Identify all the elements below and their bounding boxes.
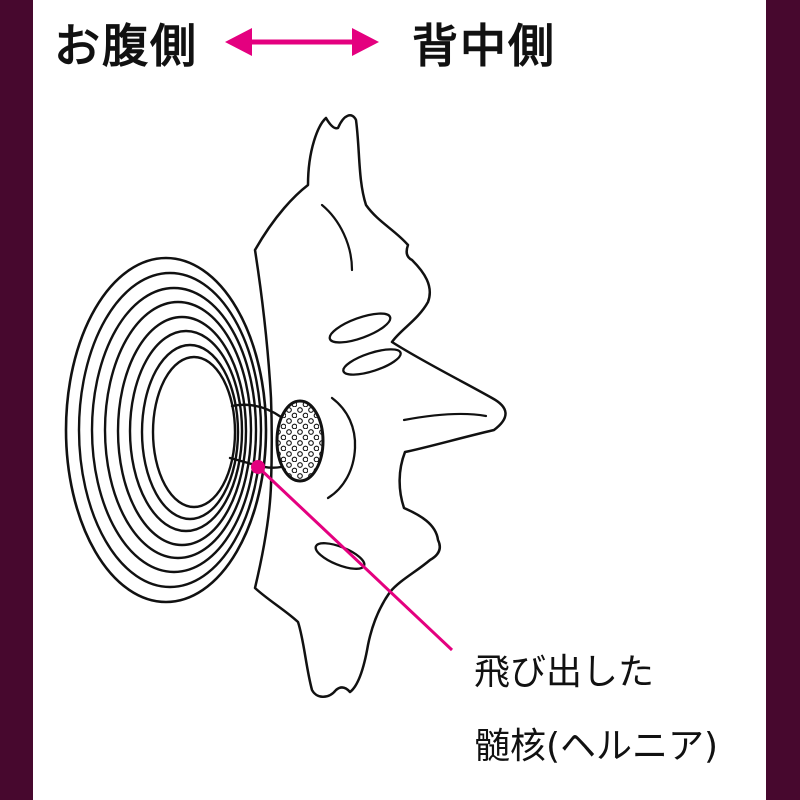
annulus-ring xyxy=(116,315,248,547)
right-frame-bar xyxy=(766,0,800,800)
leader-line xyxy=(256,465,454,652)
annulus-ring xyxy=(128,329,244,533)
bone-slot-upper-2 xyxy=(342,348,402,376)
vertebra-outline xyxy=(253,114,507,698)
hernia-annotation: 飛び出した 髄核(ヘルニア) xyxy=(474,636,718,784)
annulus-ring xyxy=(90,286,258,574)
herniated-nucleus xyxy=(275,399,325,483)
annulus-ring xyxy=(103,300,253,560)
disc-annulus-rings xyxy=(64,256,268,604)
annulus-ring xyxy=(140,343,240,521)
back-side-label: 背中側 xyxy=(412,19,556,73)
belly-side-label: お腹側 xyxy=(54,19,198,73)
spinal-canal-wall xyxy=(326,396,357,500)
annulus-ring xyxy=(151,355,237,509)
left-frame-bar xyxy=(0,0,33,800)
hernia-annotation-line2: 髄核(ヘルニア) xyxy=(474,726,719,767)
bone-detail-line-right xyxy=(402,412,488,422)
annulus-ring xyxy=(77,271,263,589)
bone-slot-upper-1 xyxy=(328,312,392,344)
left-right-arrow-icon xyxy=(225,28,379,56)
hernia-annotation-line1: 飛び出した xyxy=(474,652,655,693)
bone-detail-line-upper xyxy=(320,203,354,272)
